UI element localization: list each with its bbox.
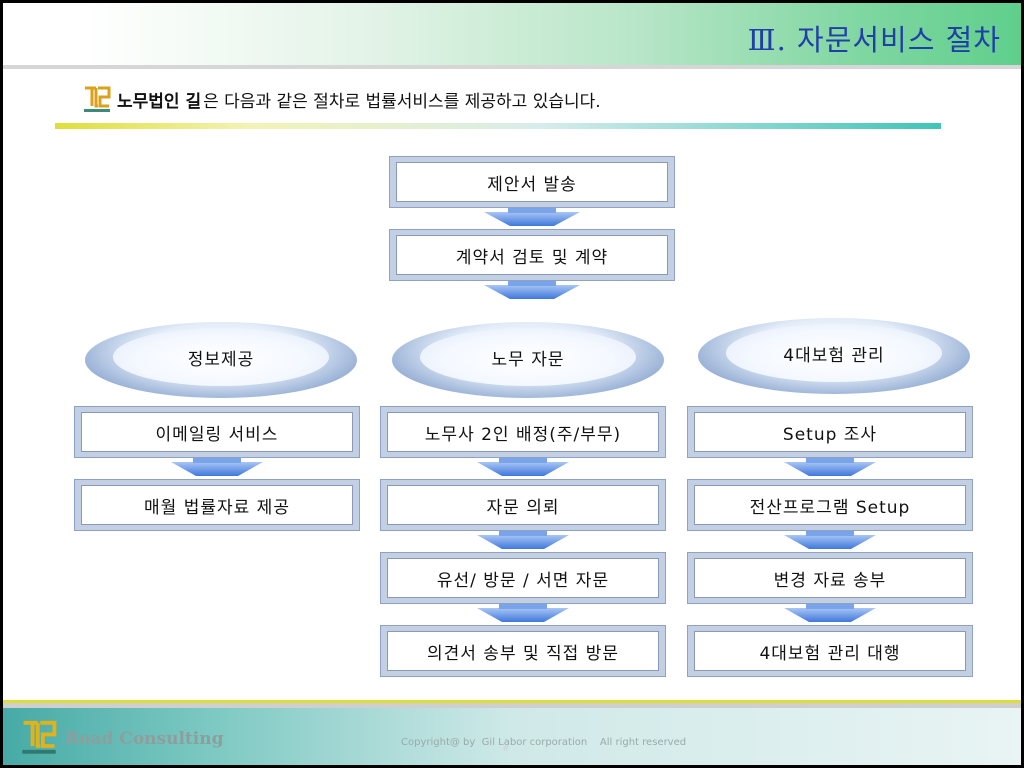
step-setup-survey: Setup 조사 <box>687 406 973 458</box>
down-arrow-icon <box>784 531 876 549</box>
down-arrow-icon <box>784 458 876 476</box>
step-label: 전산프로그램 Setup <box>694 485 966 525</box>
title-bar: Ⅲ. 자문서비스 절차 <box>3 3 1021 65</box>
step-label: 매월 법률자료 제공 <box>81 485 353 525</box>
down-arrow-icon <box>171 458 263 476</box>
footer-divider <box>3 700 1021 703</box>
intro-divider <box>55 123 941 129</box>
column-heading-info: 정보제공 <box>85 322 357 398</box>
step-contract: 계약서 검토 및 계약 <box>389 229 675 281</box>
step-label: 4대보험 관리 대행 <box>694 631 966 671</box>
road-consulting-logo-icon <box>21 719 57 755</box>
column-heading-label: 4대보험 관리 <box>783 345 885 366</box>
footer-brand: Road Consulting <box>65 729 224 749</box>
step-label: 의견서 송부 및 직접 방문 <box>387 631 659 671</box>
step-label: 이메일링 서비스 <box>81 412 353 452</box>
column-heading-label: 노무 자문 <box>491 349 565 370</box>
down-arrow-icon <box>477 531 569 549</box>
down-arrow-icon <box>477 604 569 622</box>
step-label: 노무사 2인 배정(주/부무) <box>387 412 659 452</box>
road-consulting-logo-icon <box>83 85 111 113</box>
step-label: 제안서 발송 <box>396 162 668 202</box>
step-emailing: 이메일링 서비스 <box>74 406 360 458</box>
copyright-text: Copyright@ by Gil Labor corporation All … <box>401 737 687 748</box>
step-send-changes: 변경 자료 송부 <box>687 552 973 604</box>
step-program-setup: 전산프로그램 Setup <box>687 479 973 531</box>
intro-line: 노무법인 길 은 다음과 같은 절차로 법률서비스를 제공하고 있습니다. <box>83 85 601 113</box>
down-arrow-icon <box>484 208 580 226</box>
page-number: # <box>502 744 510 754</box>
footer-divider <box>3 703 1021 708</box>
step-label: 유선/ 방문 / 서면 자문 <box>387 558 659 598</box>
column-heading-insurance: 4대보험 관리 <box>698 318 970 394</box>
step-monthly-materials: 매월 법률자료 제공 <box>74 479 360 531</box>
down-arrow-icon <box>484 281 580 299</box>
down-arrow-icon <box>784 604 876 622</box>
step-opinion: 의견서 송부 및 직접 방문 <box>380 625 666 677</box>
step-consult: 유선/ 방문 / 서면 자문 <box>380 552 666 604</box>
step-assign: 노무사 2인 배정(주/부무) <box>380 406 666 458</box>
step-insurance-agency: 4대보험 관리 대행 <box>687 625 973 677</box>
step-proposal: 제안서 발송 <box>389 156 675 208</box>
intro-text: 은 다음과 같은 절차로 법률서비스를 제공하고 있습니다. <box>203 91 601 112</box>
page-title: Ⅲ. 자문서비스 절차 <box>747 23 1001 57</box>
firm-name: 노무법인 길 <box>117 91 202 112</box>
footer: Road Consulting Copyright@ by Gil Labor … <box>3 708 1021 765</box>
column-heading-labor: 노무 자문 <box>392 322 664 398</box>
step-request: 자문 의뢰 <box>380 479 666 531</box>
step-label: 계약서 검토 및 계약 <box>396 235 668 275</box>
title-divider <box>3 65 1021 69</box>
slide: Ⅲ. 자문서비스 절차 노무법인 길 은 다음과 같은 절차로 법률서비스를 제… <box>3 3 1021 765</box>
step-label: 변경 자료 송부 <box>694 558 966 598</box>
down-arrow-icon <box>477 458 569 476</box>
step-label: 자문 의뢰 <box>387 485 659 525</box>
step-label: Setup 조사 <box>694 412 966 452</box>
column-heading-label: 정보제공 <box>187 349 255 370</box>
